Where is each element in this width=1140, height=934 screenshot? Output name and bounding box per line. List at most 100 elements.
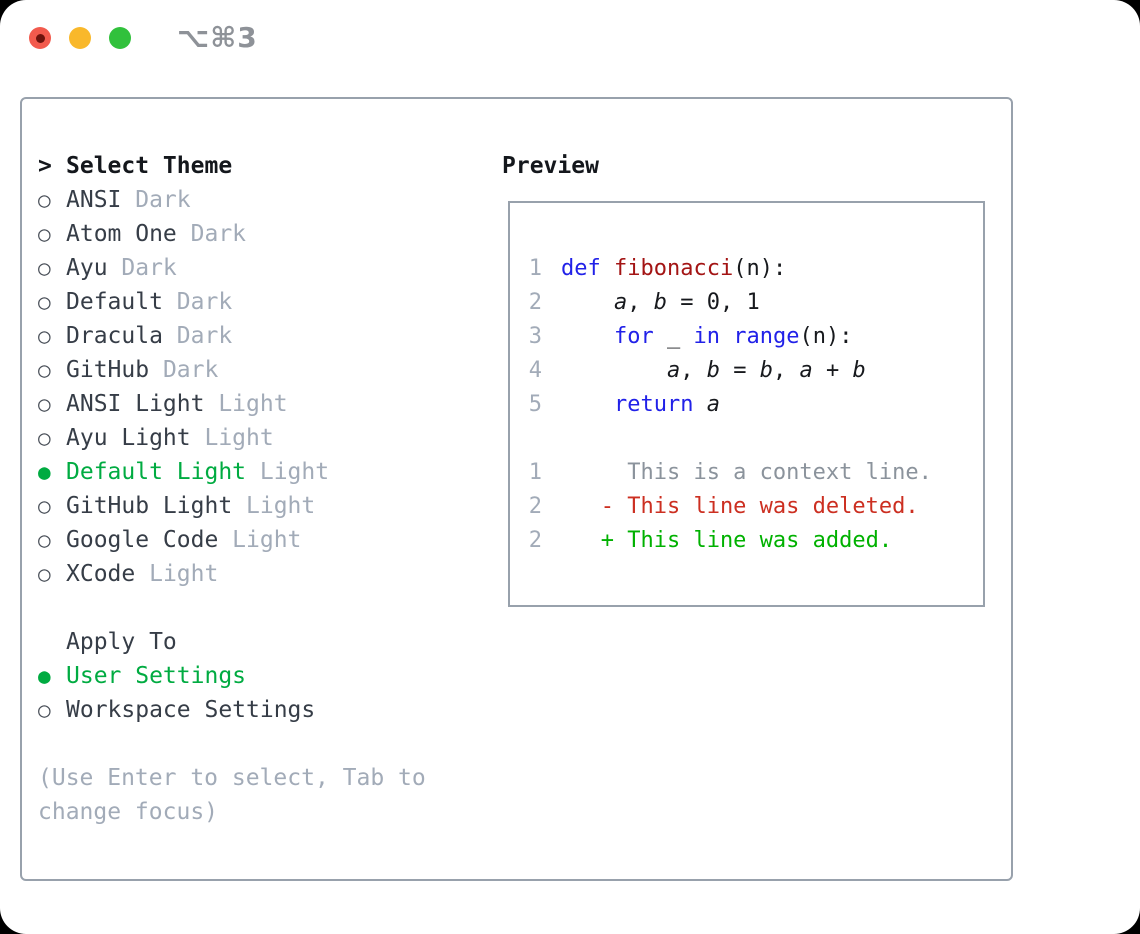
diff-line: 2 - This line was deleted. (522, 489, 983, 523)
spacer (38, 727, 478, 761)
code-text: for _ in range(n): (561, 324, 852, 349)
code-text: a, b = b, a + b (561, 358, 866, 383)
code-line: 4 a, b = b, a + b (522, 353, 983, 387)
apply-to-option[interactable]: ● User Settings (38, 659, 478, 693)
code-token: = 0, 1 (666, 289, 760, 315)
theme-option[interactable]: ○ Google Code Light (38, 523, 478, 557)
diff-text: - This line was deleted. (561, 493, 919, 519)
window-title-shortcut: ⌥⌘3 (177, 21, 258, 54)
code-token: a (613, 289, 628, 315)
radio-unselected-icon: ○ (38, 392, 51, 416)
theme-name: Dracula (66, 323, 163, 349)
apply-to-name: Workspace Settings (66, 697, 316, 723)
code-line: 2 a, b = 0, 1 (522, 285, 983, 319)
theme-name: Default Light (66, 459, 247, 485)
theme-variant-tag: Dark (121, 255, 177, 281)
line-number: 4 (528, 357, 542, 383)
apply-to-header: Apply To (38, 625, 478, 659)
radio-unselected-icon: ○ (38, 528, 51, 552)
code-token (720, 324, 733, 349)
code-token: return (613, 391, 694, 417)
code-token: for (613, 323, 654, 349)
code-token: in (693, 323, 720, 349)
line-number: 2 (528, 527, 542, 553)
line-number: 1 (528, 255, 542, 281)
code-token: + (812, 357, 853, 383)
code-text: a, b = 0, 1 (561, 290, 760, 315)
theme-variant-tag: Light (232, 527, 302, 553)
theme-name: GitHub Light (66, 493, 233, 519)
close-button-dot (35, 33, 45, 43)
code-token: = (719, 357, 760, 383)
radio-unselected-icon: ○ (38, 290, 51, 314)
code-token: def (561, 255, 601, 281)
radio-unselected-icon: ○ (38, 222, 51, 246)
theme-variant-tag: Dark (162, 357, 219, 383)
theme-variant-tag: Light (246, 493, 316, 519)
code-token (561, 392, 614, 417)
maximize-button[interactable] (109, 27, 131, 49)
code-line: 5 return a (522, 387, 983, 421)
diff-line: 1 This is a context line. (522, 455, 983, 489)
line-number: 5 (528, 391, 542, 417)
spacer (522, 421, 983, 455)
code-token: a (799, 357, 813, 383)
code-token (601, 256, 614, 281)
theme-variant-tag: Dark (176, 323, 233, 349)
code-token: a (706, 391, 720, 417)
theme-name: Ayu Light (66, 425, 191, 451)
code-token: range (733, 323, 800, 349)
code-line: 3 for _ in range(n): (522, 319, 983, 353)
theme-name: Ayu (66, 255, 108, 281)
minimize-button[interactable] (69, 27, 91, 49)
theme-name: ANSI Light (66, 391, 205, 417)
theme-name: ANSI (66, 187, 122, 213)
theme-variant-tag: Dark (135, 187, 191, 213)
theme-variant-tag: Dark (176, 289, 233, 315)
code-token: _ (653, 323, 694, 349)
theme-variant-tag: Light (218, 391, 288, 417)
code-token (693, 392, 706, 417)
theme-option[interactable]: ○ ANSI Light Light (38, 387, 478, 421)
diff-text: + This line was added. (561, 527, 893, 553)
preview-header: Preview (502, 149, 1002, 183)
code-token: , (772, 357, 800, 383)
close-button[interactable] (29, 27, 51, 49)
apply-to-option[interactable]: ○ Workspace Settings (38, 693, 478, 727)
apply-to-name: User Settings (66, 663, 247, 689)
code-token: b (706, 357, 720, 383)
radio-unselected-icon: ○ (38, 358, 51, 382)
theme-name: Google Code (66, 527, 219, 553)
radio-unselected-icon: ○ (38, 698, 51, 722)
hint-line: change focus) (38, 799, 219, 825)
theme-name: GitHub (66, 357, 150, 383)
apply-to-list: ● User Settings ○ Workspace Settings (38, 659, 478, 727)
radio-selected-icon: ● (38, 664, 51, 688)
theme-option[interactable]: ○ GitHub Dark (38, 353, 478, 387)
window-titlebar: ⌥⌘3 (29, 21, 258, 54)
radio-unselected-icon: ○ (38, 562, 51, 586)
theme-name: XCode (66, 561, 136, 587)
line-number: 2 (528, 289, 542, 315)
diff-preview: 1 This is a context line.2 - This line w… (522, 455, 983, 557)
select-theme-header: > Select Theme (38, 149, 478, 183)
preview-title: Preview (502, 153, 599, 179)
radio-unselected-icon: ○ (38, 426, 51, 450)
code-token (561, 324, 614, 349)
theme-variant-tag: Dark (190, 221, 247, 247)
code-token: (n): (733, 255, 787, 281)
apply-to-title: Apply To (66, 629, 177, 655)
